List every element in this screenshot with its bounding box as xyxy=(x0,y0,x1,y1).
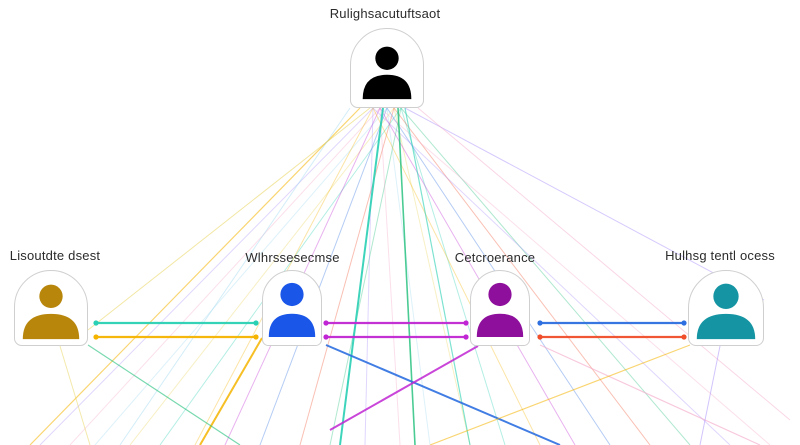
peer-diagonal-line xyxy=(329,345,479,431)
peer-node-4[interactable] xyxy=(688,270,764,346)
connector-endpoint xyxy=(93,320,99,326)
person-icon xyxy=(476,282,524,337)
root-main-line xyxy=(404,107,471,445)
peer-diagonal-line xyxy=(87,344,241,445)
root-fan-line xyxy=(69,107,381,445)
connector-endpoint xyxy=(253,334,259,340)
connector-endpoint xyxy=(463,320,469,326)
root-to-peer-line xyxy=(29,107,361,445)
person-icon xyxy=(268,282,316,337)
root-fan-line xyxy=(299,107,395,445)
root-to-peer-line xyxy=(417,107,791,421)
root-fan-line xyxy=(329,107,402,445)
peer-diagonal-line xyxy=(325,344,561,445)
peer-diagonal-line xyxy=(699,345,721,445)
connector-endpoint xyxy=(681,334,687,340)
peer-diagonal-line xyxy=(59,345,91,445)
connector-endpoint xyxy=(537,320,543,326)
peer-node-label-3: Cetcroerance xyxy=(454,250,536,265)
peer-node-label-2: Wlhrssesecmse xyxy=(245,250,340,265)
root-fan-line xyxy=(386,107,431,445)
peer-node-1[interactable] xyxy=(14,270,88,346)
connector-endpoint xyxy=(253,320,259,326)
root-fan-line xyxy=(393,107,471,445)
root-fan-line xyxy=(379,107,771,445)
root-fan-line xyxy=(393,107,651,445)
root-fan-line xyxy=(39,107,374,445)
root-to-peer-line xyxy=(404,107,765,301)
root-to-peer-line xyxy=(119,107,351,445)
connector-endpoint xyxy=(93,334,99,340)
peer-diagonal-line xyxy=(429,344,691,445)
root-fan-line xyxy=(372,107,731,445)
connector-endpoint xyxy=(463,334,469,340)
root-main-line xyxy=(339,107,384,445)
connector-endpoint xyxy=(323,334,329,340)
connector-endpoint xyxy=(537,334,543,340)
root-node[interactable] xyxy=(350,28,424,108)
peer-diagonal-line xyxy=(199,337,263,445)
root-fan-line xyxy=(364,107,374,445)
root-fan-line xyxy=(379,107,401,445)
root-node-label: Rulighsacutuftsaot xyxy=(329,6,441,21)
connector-endpoint xyxy=(323,320,329,326)
root-fan-line xyxy=(94,107,388,445)
root-fan-line xyxy=(259,107,388,445)
peer-node-label-4: Hulhsg tentl ocess xyxy=(665,248,775,263)
root-main-line xyxy=(397,107,416,445)
root-fan-line xyxy=(379,107,576,445)
peer-diagonal-line xyxy=(539,344,761,445)
person-icon xyxy=(362,46,412,100)
peer-node-label-1: Lisoutdte dsest xyxy=(9,248,101,263)
peer-node-3[interactable] xyxy=(470,270,530,346)
connector-endpoint xyxy=(681,320,687,326)
person-icon xyxy=(696,283,756,340)
root-fan-line xyxy=(400,107,691,445)
root-fan-line xyxy=(400,107,506,445)
peer-node-2[interactable] xyxy=(262,270,322,346)
person-icon xyxy=(22,284,80,340)
root-fan-line xyxy=(129,107,395,445)
